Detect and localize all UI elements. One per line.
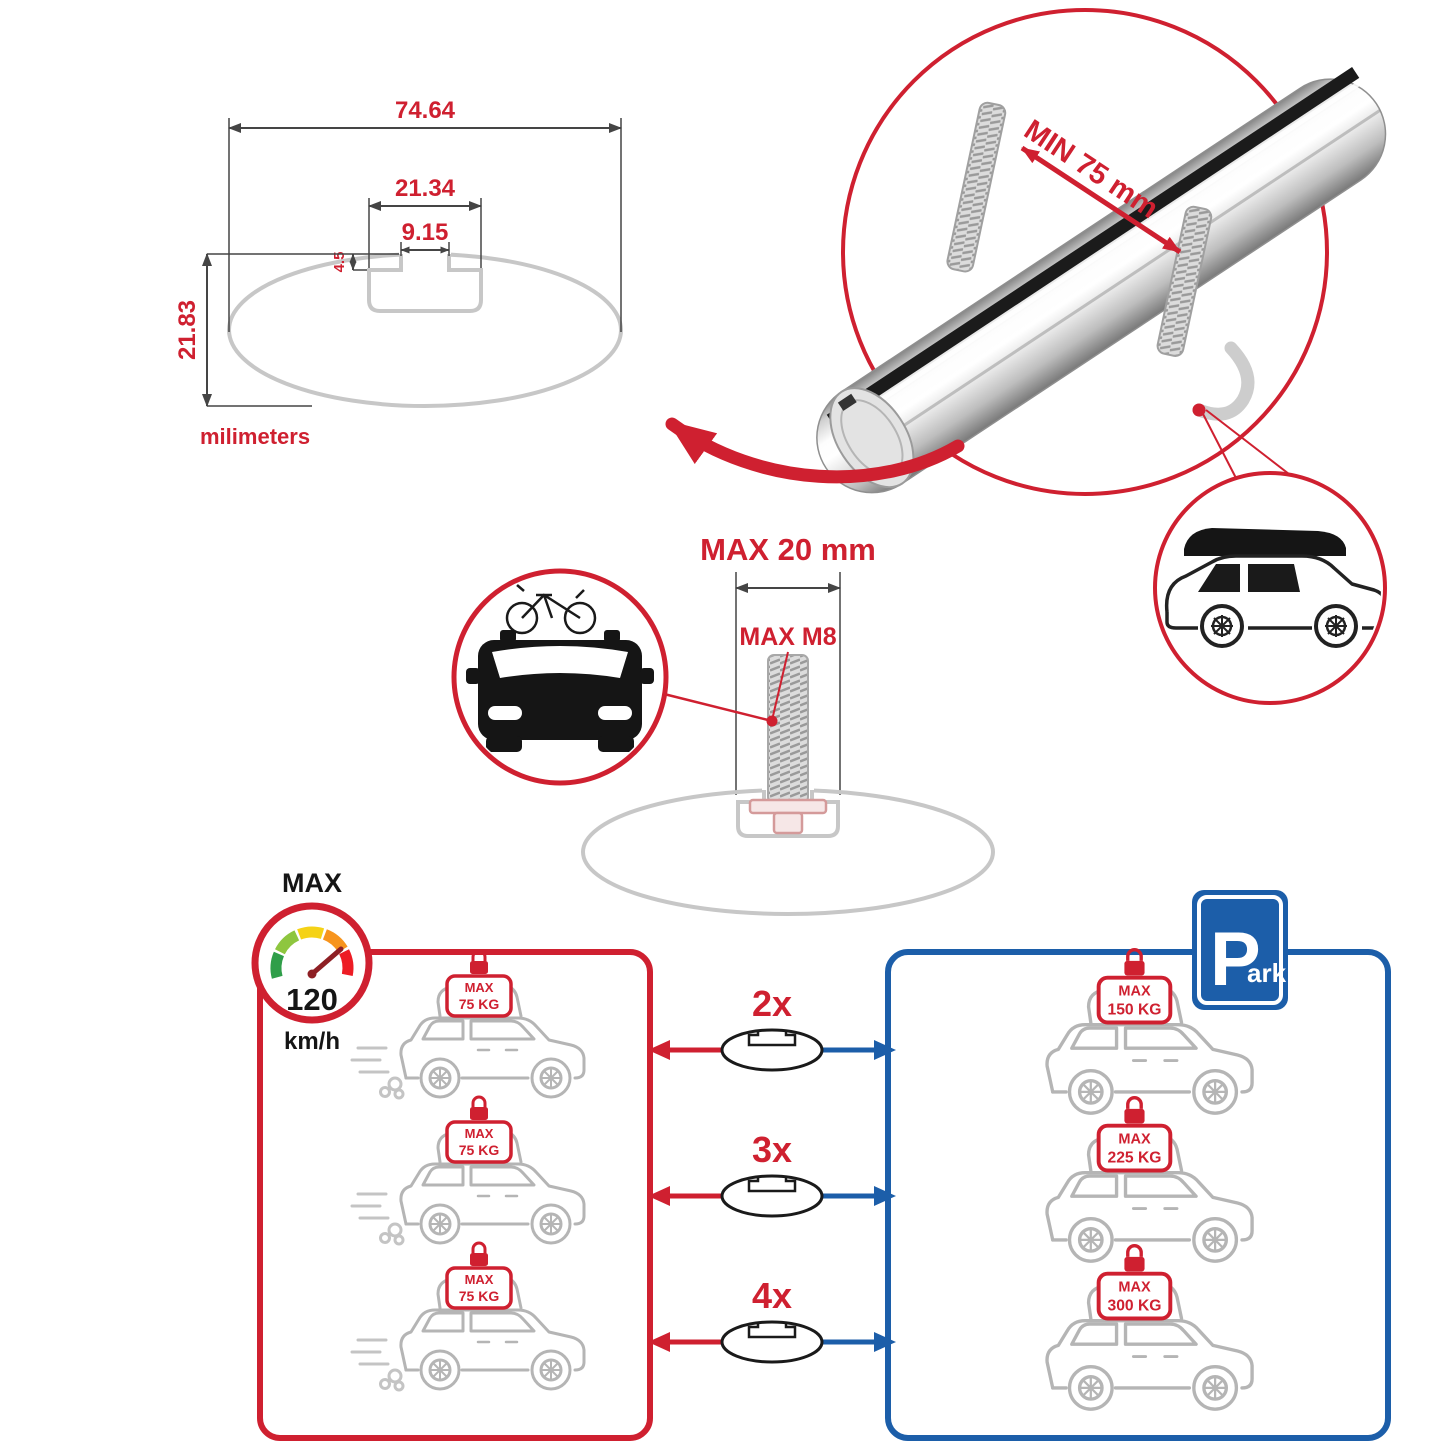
dim-flange-width-label: 21.34 (395, 175, 456, 202)
aluminum-crossbar (816, 67, 1387, 494)
gauge-ring (251, 902, 373, 1024)
multiplier-label: 2x (752, 983, 792, 1024)
detail-circle (841, 8, 1329, 496)
bicycle-icon (505, 584, 597, 635)
dim-total-height-label: 21.83 (174, 300, 201, 360)
suv-roofbox-inset (1153, 471, 1387, 705)
inset-leader-line (663, 692, 769, 722)
threaded-bolt (748, 654, 828, 835)
min-span-arrow (1020, 145, 1182, 255)
multiplier-label: 4x (752, 1275, 792, 1316)
park-letter: P (1210, 917, 1261, 1002)
threaded-rod-right (1156, 205, 1213, 357)
max-load-tag: MAX 75 KG (445, 1095, 513, 1164)
thread-pointer-dot (766, 715, 778, 727)
profile-t-slot-small (736, 790, 840, 838)
max-length-label: MAX 20 mm (700, 532, 876, 567)
dim-total-width: 74.64 (228, 97, 622, 332)
unit-label: milimeters (200, 424, 310, 449)
bike-car-drawing (466, 584, 654, 752)
max-load-tag: MAX 300 KG (1096, 1244, 1173, 1321)
gauge-needle (309, 946, 344, 977)
load-weight-label: 75 KG (459, 996, 500, 1012)
bike-car-inset (451, 568, 769, 786)
speed-limit-gauge: MAX 120 km/h (251, 868, 373, 1055)
suv-drawing (1164, 528, 1381, 648)
dim-total-height: 21.83 (174, 253, 399, 407)
red-arrowhead (648, 1186, 670, 1206)
red-arrowhead (648, 1040, 670, 1060)
driving-car-row-1: MAX 75 KG (350, 949, 586, 1100)
driving-car-row-2: MAX 75 KG (350, 1095, 586, 1246)
clamp-hook (1192, 341, 1255, 421)
threaded-rod-left (946, 101, 1007, 273)
max-load-tag: MAX 75 KG (445, 1241, 513, 1310)
car-front-icon (466, 630, 654, 752)
park-suffix: ark (1247, 958, 1287, 988)
load-weight-label: 300 KG (1107, 1298, 1161, 1315)
multiplier-row-3: 4x (648, 1275, 896, 1364)
load-max-label: MAX (465, 1272, 494, 1287)
load-max-label: MAX (465, 980, 494, 995)
dim-total-width-label: 74.64 (395, 97, 456, 124)
crossbar-profile-icon (720, 1174, 824, 1218)
crossbar-profile-icon (720, 1028, 824, 1072)
multiplier-row-2: 3x (648, 1129, 896, 1218)
load-weight-label: 75 KG (459, 1288, 500, 1304)
load-weight-label: 225 KG (1107, 1150, 1161, 1167)
load-max-label: MAX (1118, 984, 1151, 1000)
roof-box (1184, 528, 1346, 556)
max-load-tag: MAX 225 KG (1096, 1096, 1173, 1173)
max-load-tag: MAX 75 KG (445, 949, 513, 1018)
crossbar-render: MIN 75 mm (665, 8, 1387, 509)
load-weight-label: 75 KG (459, 1142, 500, 1158)
parked-car-row-2: MAX 225 KG (1045, 1096, 1254, 1263)
parked-car-row-1: MAX 150 KG (1045, 948, 1254, 1115)
dim-lip-depth: 4.5 (331, 252, 367, 273)
dim-flange-width: 21.34 (368, 175, 482, 268)
load-weight-label: 150 KG (1107, 1002, 1161, 1019)
thread-leader-line (772, 651, 789, 717)
dim-lip-depth-label: 4.5 (331, 252, 348, 273)
dim-opening-width: 9.15 (400, 219, 450, 256)
crossbar-profile-icon (720, 1320, 824, 1364)
max-thread-label: MAX M8 (739, 623, 836, 651)
speed-max-label: MAX (282, 868, 342, 898)
dim-opening-width-label: 9.15 (402, 219, 449, 246)
blue-arrowhead (874, 1040, 896, 1060)
red-arrowhead (648, 1332, 670, 1352)
load-max-label: MAX (465, 1126, 494, 1141)
speed-value: 120 (286, 982, 338, 1017)
load-max-label: MAX (1118, 1132, 1151, 1148)
pointer-line-1 (1201, 411, 1238, 481)
multiplier-row-1: 2x (648, 983, 896, 1072)
profile-pointer-arrow (665, 417, 965, 484)
driving-car-row-3: MAX 75 KG (350, 1241, 586, 1392)
parked-car-row-3: MAX 300 KG (1045, 1244, 1254, 1411)
profile-dimension-drawing: 74.64 21.34 9.15 4.5 21.83 milimeters (174, 97, 623, 449)
blue-arrowhead (874, 1186, 896, 1206)
speed-unit: km/h (284, 1028, 340, 1055)
min-span-label: MIN 75 mm (1018, 114, 1163, 225)
load-max-label: MAX (1118, 1280, 1151, 1296)
blue-arrowhead (874, 1332, 896, 1352)
bolt-dimension-diagram: MAX 20 mm MAX M8 (581, 532, 995, 916)
profile-ellipse (227, 252, 623, 408)
park-sign: P ark (1192, 890, 1288, 1010)
profile-t-slot (367, 254, 483, 313)
max-load-tag: MAX 150 KG (1096, 948, 1173, 1025)
multiplier-label: 3x (752, 1129, 792, 1170)
